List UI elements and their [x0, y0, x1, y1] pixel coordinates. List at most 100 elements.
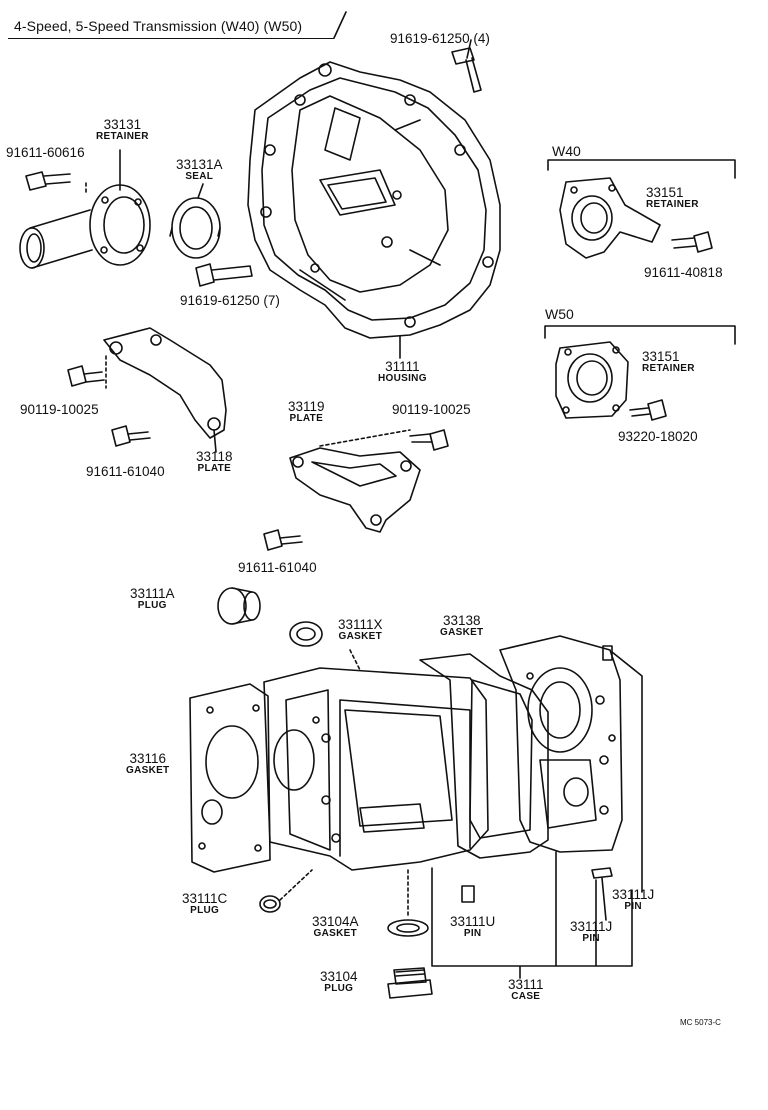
bolt-91619-61250-7: [195, 263, 253, 287]
bolt-91611-40818: [671, 231, 713, 253]
part-number: 33116: [129, 751, 167, 766]
label-90119-10025-a: 90119-10025: [20, 402, 99, 417]
part-name: PLUG: [190, 905, 220, 917]
label-33118: 33118 PLATE: [196, 449, 233, 475]
pin-33111J-lower: [591, 867, 613, 879]
case-bracket-lines: [431, 851, 633, 979]
part-number: 91611-40818: [644, 265, 723, 280]
plate-33118-shape: [103, 327, 227, 439]
label-33151-w40: 33151 RETAINER: [646, 185, 699, 211]
w50-bracket: [544, 325, 736, 345]
plug-33111C-shape: [259, 895, 281, 913]
part-name: SEAL: [185, 171, 214, 183]
part-name: PIN: [624, 901, 642, 913]
bolt-90119-10025-a: [67, 365, 105, 387]
plate-33119-shape: [289, 447, 421, 533]
pin-33111U-shape: [461, 885, 475, 903]
part-number: 33151: [646, 185, 684, 200]
part-name: PIN: [463, 928, 482, 940]
part-name: RETAINER: [646, 199, 699, 211]
w40-bracket: [547, 159, 736, 179]
part-name: PLUG: [324, 983, 354, 995]
leader-33111X: [349, 649, 361, 671]
part-number: 91619-61250 (7): [180, 293, 280, 308]
part-number: 33119: [288, 399, 325, 414]
label-91611-61040-a: 91611-61040: [86, 464, 165, 479]
label-33104A: 33104A GASKET: [312, 914, 359, 940]
part-number: 33131: [103, 117, 142, 132]
label-33111U: 33111U PIN: [450, 914, 496, 940]
part-number: 91619-61250 (4): [390, 31, 490, 46]
title-corner-line: [333, 11, 347, 39]
group-label-w40: W40: [552, 143, 581, 159]
bolt-91611-61040-b: [263, 529, 303, 551]
plug-33111A-shape: [217, 587, 261, 625]
part-number: 93220-18020: [618, 429, 698, 444]
label-33111X: 33111X GASKET: [338, 617, 383, 643]
part-number: 33111U: [450, 914, 496, 929]
part-number: 33131A: [176, 157, 223, 172]
leader-33131A: [197, 183, 204, 199]
part-name: GASKET: [313, 928, 358, 940]
gasket-33138-shape: [419, 653, 549, 859]
diagram-title: 4-Speed, 5-Speed Transmission (W40) (W50…: [14, 18, 303, 34]
leader-33119-dash: [319, 429, 411, 447]
label-33111: 33111 CASE: [508, 977, 544, 1003]
label-91619-61250-4: 91619-61250 (4): [390, 31, 490, 46]
part-number: 33104A: [312, 914, 359, 929]
part-number: 33118: [196, 449, 233, 464]
part-number: 33111C: [182, 891, 228, 906]
part-number: 91611-61040: [238, 560, 317, 575]
pin-33111J-upper: [602, 645, 613, 661]
retainer-33151-w50-shape: [555, 341, 629, 419]
group-label-w50: W50: [545, 306, 574, 322]
bolt-90119-10025-b: [409, 429, 449, 451]
label-33131: 33131 RETAINER: [96, 117, 149, 143]
bolt-91619-61250-4: [451, 47, 482, 93]
part-number: 91611-61040: [86, 464, 165, 479]
label-93220-18020: 93220-18020: [618, 429, 698, 444]
part-name: PLATE: [289, 413, 324, 425]
label-33111J-lower: 33111J PIN: [570, 919, 613, 945]
label-91611-60616: 91611-60616: [6, 145, 85, 160]
label-33111A: 33111A PLUG: [130, 586, 175, 612]
label-33138: 33138 GASKET: [440, 613, 484, 639]
label-33111J-upper: 33111J PIN: [612, 887, 655, 913]
bolt-91611-60616: [25, 171, 71, 191]
part-name: GASKET: [440, 627, 484, 639]
part-number: 33111J: [612, 887, 655, 902]
part-name: RETAINER: [96, 131, 149, 143]
label-33151-w50: 33151 RETAINER: [642, 349, 695, 375]
part-number: 91611-60616: [6, 145, 85, 160]
part-number: 33104: [320, 969, 358, 984]
label-91611-61040-b: 91611-61040: [238, 560, 317, 575]
label-91619-61250-7: 91619-61250 (7): [180, 293, 280, 308]
part-number: 90119-10025: [20, 402, 99, 417]
part-name: HOUSING: [378, 373, 427, 385]
part-name: PIN: [582, 933, 600, 945]
part-number: 90119-10025: [392, 402, 471, 417]
part-number: 33151: [642, 349, 680, 364]
part-name: GASKET: [338, 631, 383, 643]
part-name: PLUG: [137, 600, 167, 612]
bolt-91611-61040-a: [111, 425, 151, 447]
label-33111C: 33111C PLUG: [182, 891, 228, 917]
leader-33111J-lower: [601, 877, 607, 921]
label-33131A: 33131A SEAL: [176, 157, 223, 183]
part-number: 33111J: [570, 919, 613, 934]
leader-33111J-upper: [611, 651, 643, 893]
label-31111: 31111 HOUSING: [378, 359, 427, 385]
part-number: 33138: [442, 613, 481, 628]
leader-33111C: [279, 869, 313, 901]
label-33104: 33104 PLUG: [320, 969, 358, 995]
retainer-33151-w40-shape: [559, 177, 661, 259]
bolt-93220-18020: [629, 399, 667, 421]
housing-31111-shape: [247, 61, 501, 339]
title-underline: [8, 38, 334, 39]
part-name: PLATE: [197, 463, 232, 475]
label-91611-40818: 91611-40818: [644, 265, 723, 280]
gasket-33111X-shape: [289, 621, 323, 647]
part-name: RETAINER: [642, 363, 695, 375]
leader-33118: [213, 429, 217, 453]
